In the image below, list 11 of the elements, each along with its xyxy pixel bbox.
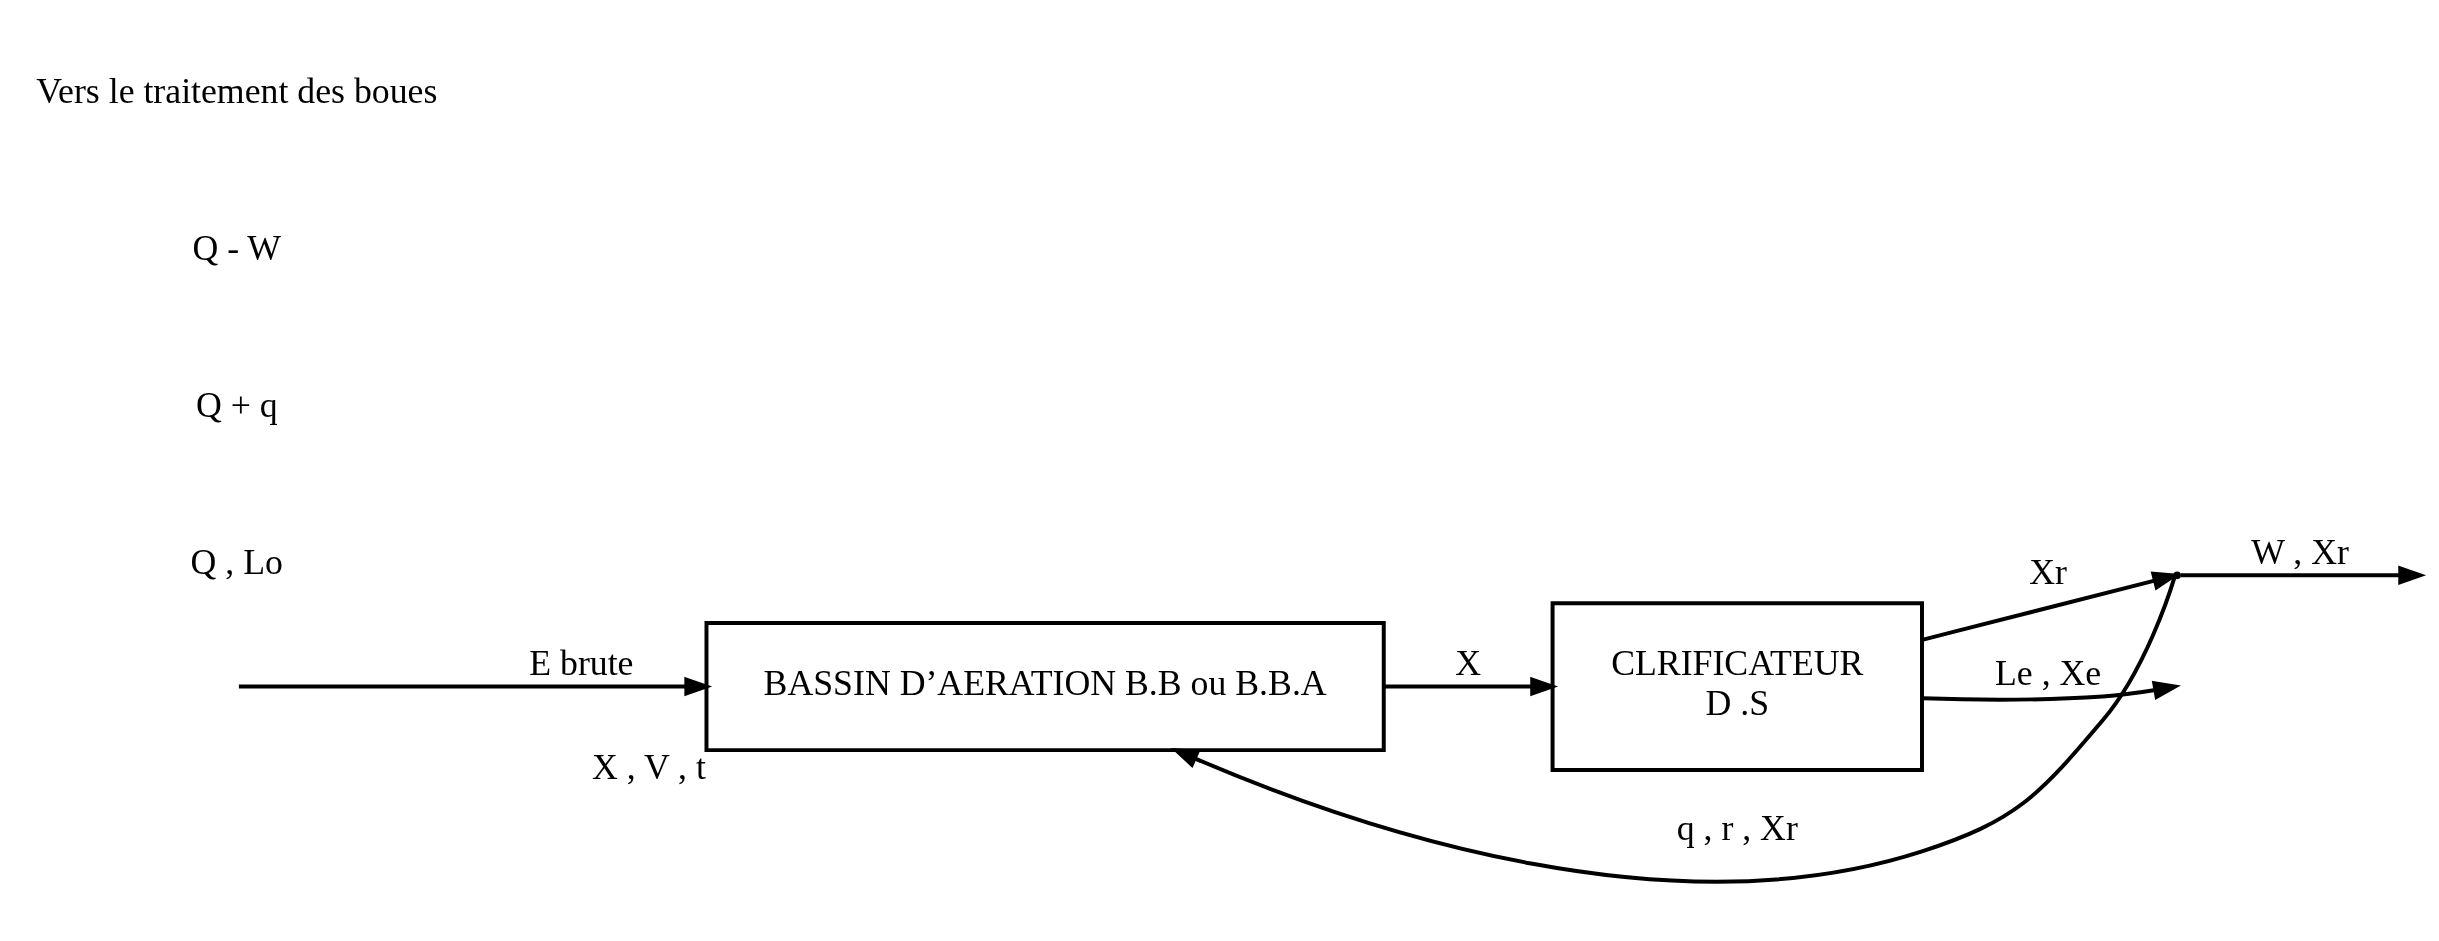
- label: Vers le traitement des boues: [36, 71, 438, 112]
- label: Q - W: [192, 228, 282, 269]
- label: Q , Lo: [190, 542, 283, 583]
- label: Q + q: [195, 385, 278, 426]
- edge-label: E brute: [529, 643, 634, 684]
- edge-label: X: [1455, 643, 1482, 684]
- edge-label: q , r , Xr: [1676, 808, 1798, 849]
- edge-label: W , Xr: [2251, 532, 2349, 573]
- edge-label: Xr: [2029, 552, 2067, 593]
- edge-label: Le , Xe: [1995, 653, 2102, 694]
- node-label: X , V , t: [591, 746, 706, 787]
